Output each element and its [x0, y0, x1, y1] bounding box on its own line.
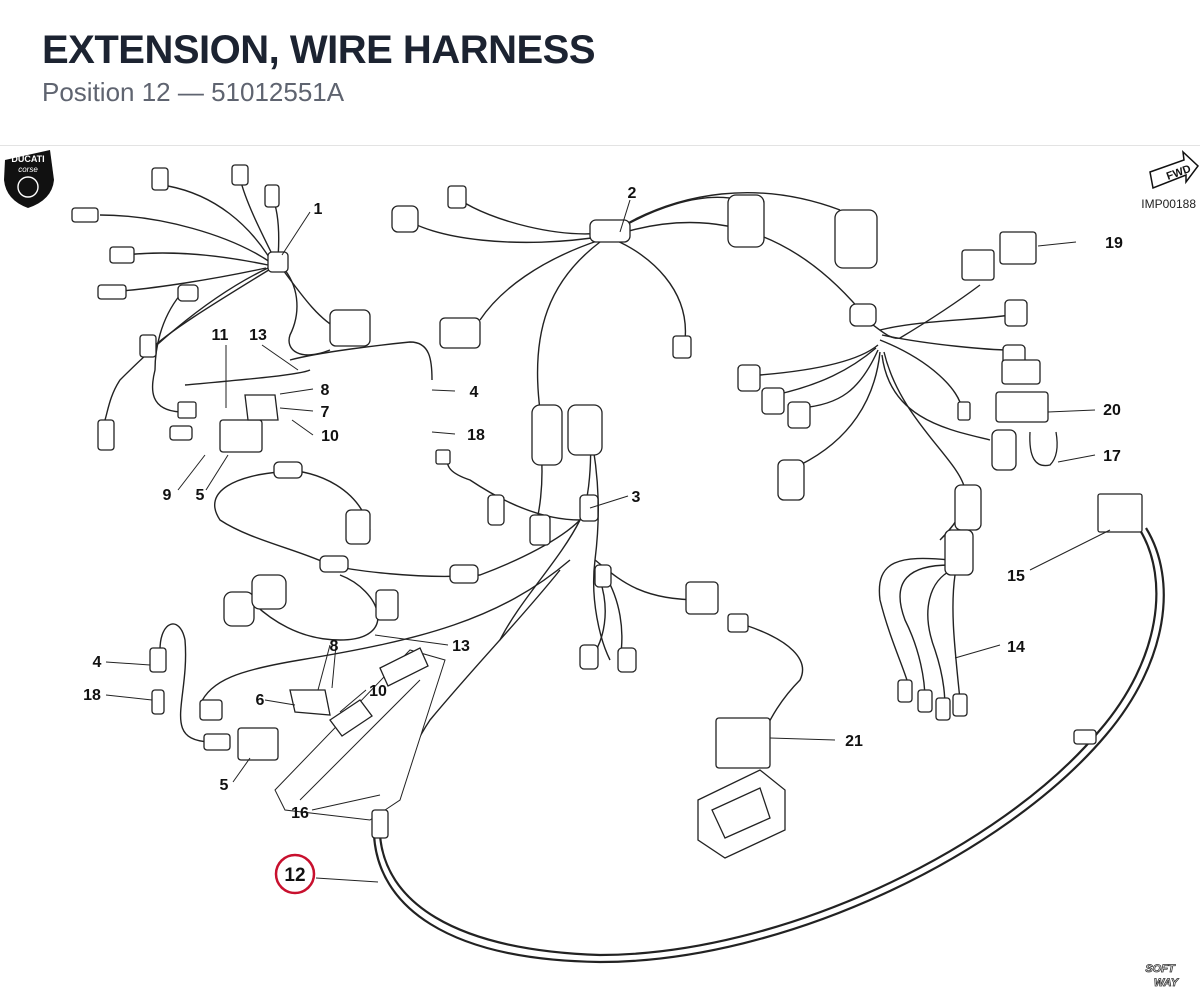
callout-6: 6 — [256, 692, 265, 709]
callout-4-lower: 4 — [93, 654, 102, 671]
callout-4-upper: 4 — [470, 384, 479, 401]
callout-21: 21 — [845, 733, 863, 750]
drawing-reference: IMP00188 — [1141, 197, 1196, 211]
callout-8-upper: 8 — [321, 382, 330, 399]
callout-12-highlighted: 12 — [274, 853, 316, 895]
leader-lines — [105, 199, 1111, 883]
logo-text-top: DUCATI — [11, 154, 44, 164]
callout-5-lower: 5 — [220, 777, 229, 794]
callout-9: 9 — [163, 487, 172, 504]
callout-18-upper: 18 — [467, 427, 485, 444]
callout-20: 20 — [1103, 402, 1121, 419]
callout-12: 12 — [284, 865, 305, 886]
callout-11: 11 — [212, 327, 229, 344]
callout-13-upper: 13 — [249, 327, 267, 344]
callout-7: 7 — [321, 404, 330, 421]
page-title: EXTENSION, WIRE HARNESS — [42, 28, 596, 72]
callout-14: 14 — [1007, 639, 1025, 656]
callout-19: 19 — [1105, 235, 1123, 252]
callout-10-lower: 10 — [369, 683, 387, 700]
callout-13-lower: 13 — [452, 638, 470, 655]
callout-2: 2 — [628, 185, 637, 202]
callout-1: 1 — [314, 201, 323, 218]
callout-3: 3 — [632, 489, 641, 506]
harness-sleeves — [177, 219, 877, 588]
forward-arrow-icon: FWD — [1149, 150, 1200, 190]
callout-8-lower: 8 — [330, 638, 339, 655]
callout-numbers: 1 2 3 4 18 5 9 10 7 8 11 13 19 20 17 15 … — [83, 185, 1123, 822]
callout-17: 17 — [1103, 448, 1121, 465]
callout-10-upper: 10 — [321, 428, 339, 445]
harness-wires — [99, 177, 1165, 964]
ducati-logo: DUCATI corse — [4, 150, 54, 208]
harness-components — [71, 164, 1143, 859]
page-subtitle: Position 12 — 51012551A — [42, 77, 345, 107]
callout-5-upper: 5 — [196, 487, 205, 504]
diagram-sheet — [0, 145, 1200, 992]
softway-logo-bottom: WAY — [1154, 977, 1180, 989]
callout-15: 15 — [1007, 568, 1025, 585]
callout-18-lower: 18 — [83, 687, 101, 704]
softway-logo: SOFT WAY — [1145, 963, 1180, 990]
softway-logo-top: SOFT — [1145, 963, 1176, 975]
callout-16: 16 — [291, 805, 309, 822]
logo-text-bottom: corse — [18, 165, 38, 174]
